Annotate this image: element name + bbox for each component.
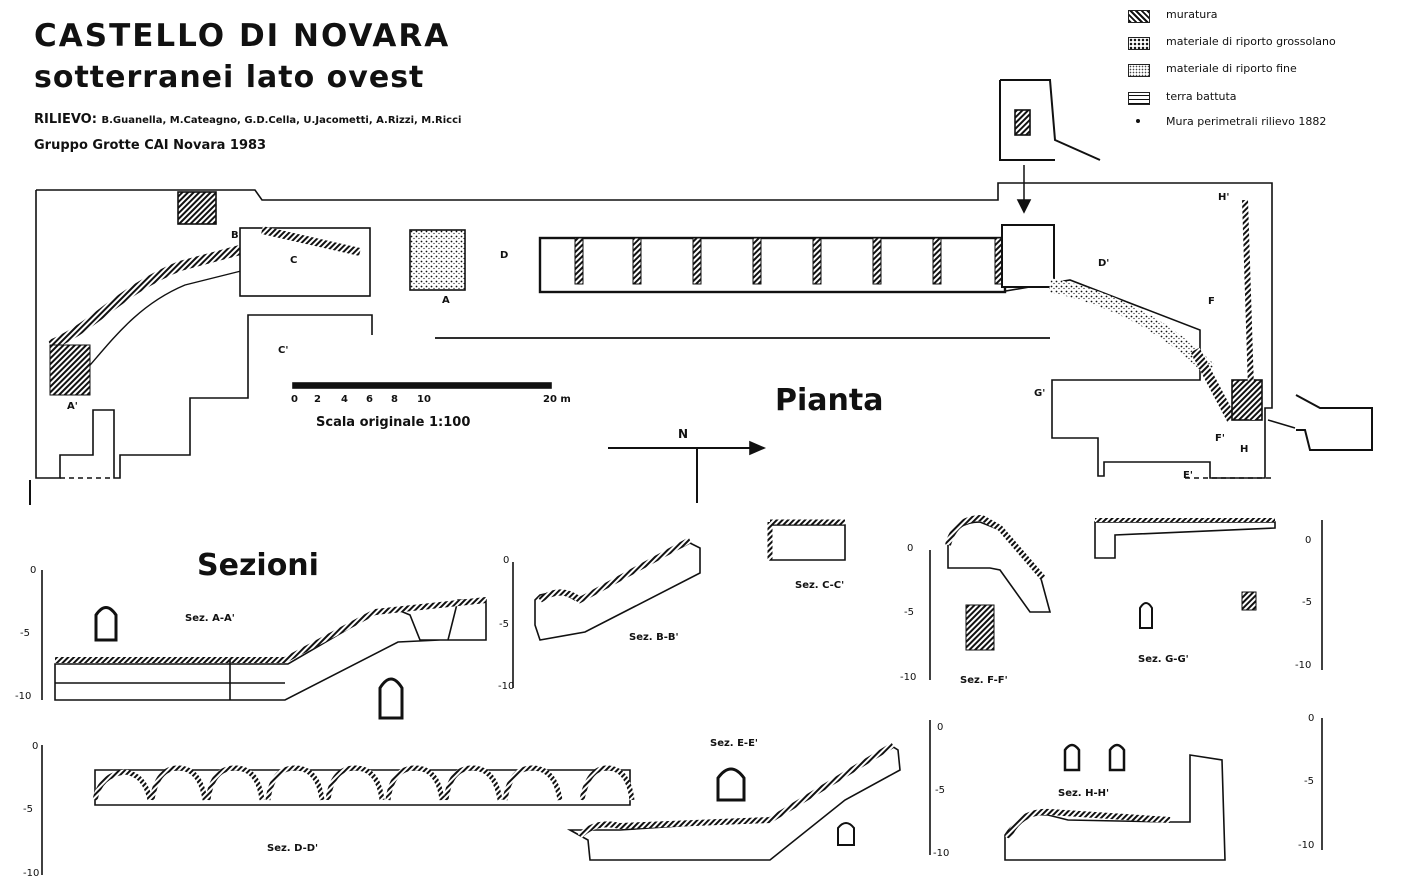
section-label: Sez. A-A' [185,613,235,624]
hatch-swatch [1128,10,1150,23]
section-gg-outline [1094,521,1276,559]
room-b [177,191,217,225]
room-h [1231,379,1263,421]
depth-rulers [41,520,1323,875]
corridor-pillars [574,237,1004,285]
sections-title: Sezioni [197,548,319,583]
sheet-title: CASTELLO DI NOVARA [34,18,451,54]
plan-letter: C [290,255,298,266]
plan-title: Pianta [775,383,884,418]
inset-right [1295,394,1373,451]
sheet-subtitle: sotterranei lato ovest [34,60,425,95]
plan-perimeter-left [35,190,373,479]
plan-letter: D [500,250,509,261]
scale-tick: 2 [314,394,321,405]
survey-credits: RILIEVO: B.Guanella, M.Cateagno, G.D.Cel… [34,112,461,127]
plan-letter: A' [67,401,78,412]
right-room [1001,224,1055,288]
scale-caption: Scala originale 1:100 [316,415,471,430]
scale-tick: 20 m [543,394,571,405]
plan-letter: B [231,230,239,241]
rilievo-names: B.Guanella, M.Cateagno, G.D.Cella, U.Jac… [101,115,462,126]
plan-letter: C' [278,345,289,356]
scale-tick: 4 [341,394,348,405]
section-label: Sez. H-H' [1058,788,1110,799]
stair-f [1190,347,1237,423]
scale-bar [292,382,552,389]
plan-letter: E' [1183,470,1193,481]
arch-icon [94,606,118,642]
inset-stair [1014,109,1031,136]
section-label: Sez. G-G' [1138,654,1189,665]
arch-icon [1241,591,1257,611]
arch-icon [837,822,855,846]
room-a-prime [409,229,466,291]
plan-letter: G' [1034,388,1046,399]
section-aa-outline [54,599,487,701]
long-corridor [538,236,1007,294]
line-swatch [1128,92,1150,105]
section-aa-wall [55,597,487,663]
plan-letter: A [442,295,450,306]
rilievo-label: RILIEVO: [34,112,97,127]
arch-icon [1139,602,1153,629]
dot-swatch [1128,37,1150,50]
plan-perimeter [36,182,1273,479]
left-room [49,344,91,396]
inset-upper [999,79,1101,161]
survey-group: Gruppo Grotte CAI Novara 1983 [34,138,267,153]
arrow-icon [1016,199,1032,214]
arch-icon [378,677,404,720]
section-ff-lower [965,604,995,651]
diagonal-corridor [1048,278,1215,375]
plan-letter: H' [1218,192,1230,203]
scale-tick: 6 [366,394,373,405]
right-wall-strip [1242,199,1255,421]
section-dd-outline [94,769,631,806]
dot-bullet-icon [1136,119,1140,123]
sections [41,514,1323,875]
plan-letter: H [1240,444,1249,455]
plan-letter: D' [1098,258,1110,269]
plan-letter: F' [1215,433,1225,444]
section-label: Sez. D-D' [267,843,319,854]
scale-tick: 8 [391,394,398,405]
north-label: N [678,427,689,441]
fine-dot-swatch [1128,64,1150,77]
scale-tick: 0 [291,394,298,405]
section-label: Sez. B-B' [629,632,679,643]
plan-view [29,79,1373,505]
left-corridor [48,245,242,350]
section-cc-outline [769,524,846,561]
section-label: Sez. E-E' [710,738,758,749]
arch-icon [1063,743,1081,772]
section-label: Sez. F-F' [960,675,1008,686]
north-arrow-head-icon [749,440,767,456]
arch-icon [1108,743,1126,772]
arch-icon [716,767,746,802]
section-dd-arches [92,765,635,801]
stair-c [261,226,361,256]
scale-tick: 10 [417,394,431,405]
section-label: Sez. C-C' [795,580,845,591]
plan-letter: F [1208,296,1215,307]
